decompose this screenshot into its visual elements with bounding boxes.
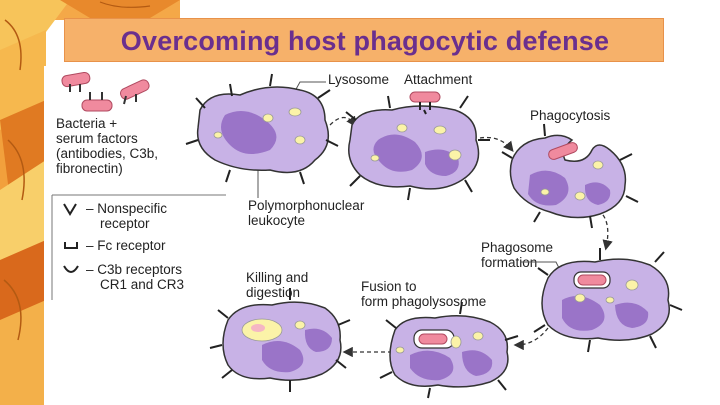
leukocyte-cell-2-attachment xyxy=(345,91,490,201)
svg-text:digestion: digestion xyxy=(246,285,300,300)
svg-text:serum factors: serum factors xyxy=(56,131,138,146)
leukocyte-cell-5-fusion xyxy=(379,301,519,399)
svg-text:Polymorphonuclear: Polymorphonuclear xyxy=(248,198,365,213)
diagram-panel: Bacteria + serum factors (antibodies, C3… xyxy=(44,66,720,405)
svg-text:leukocyte: leukocyte xyxy=(248,213,305,228)
bacteria-label: Bacteria + serum factors (antibodies, C3… xyxy=(56,116,158,176)
leukocyte-cell-6-killing xyxy=(209,288,351,392)
svg-text:Fusion to: Fusion to xyxy=(361,279,417,294)
slide-title: Overcoming host phagocytic defense xyxy=(120,26,610,56)
attachment-label: Attachment xyxy=(404,72,473,87)
svg-text:– C3b receptors: – C3b receptors xyxy=(86,262,182,277)
pmn-label: Polymorphonuclear leukocyte xyxy=(248,198,365,228)
svg-text:Phagosome: Phagosome xyxy=(481,240,553,255)
title-banner: Overcoming host phagocytic defense xyxy=(64,18,664,62)
receptor-legend: – Nonspecific receptor – Fc receptor – C… xyxy=(51,194,226,300)
nonspecific-receptor-icon xyxy=(63,203,77,216)
svg-text:fibronectin): fibronectin) xyxy=(56,161,123,176)
svg-text:CR1 and CR3: CR1 and CR3 xyxy=(100,277,184,292)
svg-text:form phagolysosome: form phagolysosome xyxy=(361,294,486,309)
svg-text:(antibodies, C3b,: (antibodies, C3b, xyxy=(56,146,158,161)
c3b-receptor-icon xyxy=(63,265,79,273)
svg-text:– Nonspecific: – Nonspecific xyxy=(86,201,167,216)
fc-receptor-icon xyxy=(64,242,78,249)
lysosome-label: Lysosome xyxy=(328,72,389,87)
phagocytosis-diagram: Bacteria + serum factors (antibodies, C3… xyxy=(51,71,683,399)
svg-text:Killing and: Killing and xyxy=(246,270,308,285)
phagocytosis-label: Phagocytosis xyxy=(530,108,611,123)
svg-text:receptor: receptor xyxy=(100,216,150,231)
svg-text:– Fc receptor: – Fc receptor xyxy=(86,238,166,253)
fusion-label: Fusion to form phagolysosome xyxy=(361,279,486,309)
free-bacteria xyxy=(61,71,150,112)
leukocyte-cell-3-phagocytosis xyxy=(501,123,639,229)
svg-text:formation: formation xyxy=(481,255,537,270)
svg-text:Bacteria +: Bacteria + xyxy=(56,116,117,131)
leukocyte-cell-4-phagosome xyxy=(533,248,683,353)
leukocyte-cell-1 xyxy=(185,73,339,185)
phagosome-label: Phagosome formation xyxy=(481,240,553,270)
killing-label: Killing and digestion xyxy=(246,270,308,300)
